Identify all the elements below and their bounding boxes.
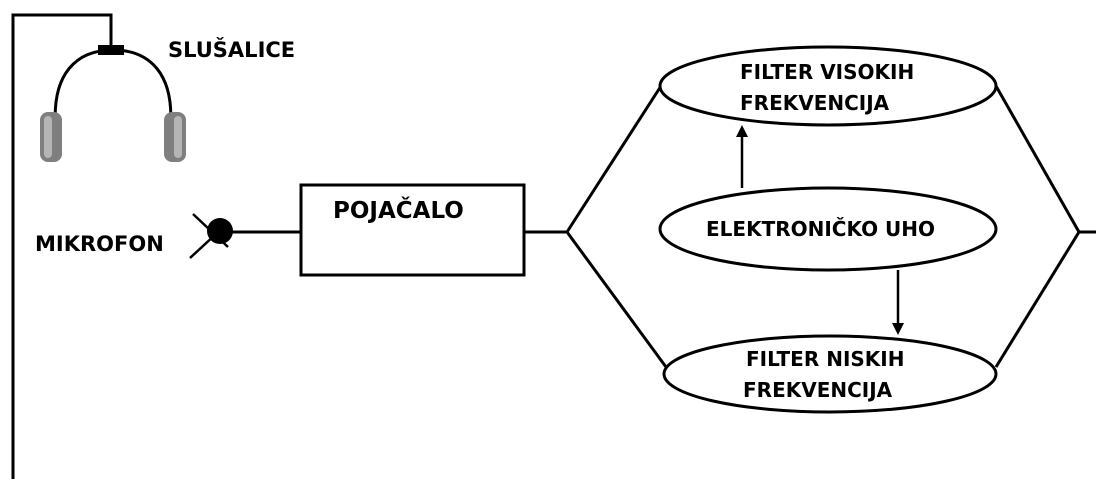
join-lower-right xyxy=(994,231,1081,368)
low-filter-label-line1: FILTER NISKIH xyxy=(746,347,904,371)
high-filter-label-line2: FREKVENCIJA xyxy=(740,91,890,115)
high-frequency-filter xyxy=(658,45,998,127)
arrow-to-high-filter xyxy=(736,125,748,188)
electronic-ear-label: ELEKTRONIČKO UHO xyxy=(706,217,935,241)
low-frequency-filter xyxy=(662,334,998,414)
amplifier-label: POJAČALO xyxy=(333,196,464,224)
microphone-label: MIKROFON xyxy=(35,232,164,256)
electronic-ear xyxy=(658,186,998,272)
high-filter-label-line1: FILTER VISOKIH xyxy=(740,60,914,84)
headphones-icon xyxy=(40,45,186,162)
low-filter-label-line2: FREKVENCIJA xyxy=(743,378,893,402)
headphones-label: SLUŠALICE xyxy=(168,37,295,62)
arrow-to-low-filter xyxy=(892,270,904,335)
amplifier-block xyxy=(299,183,526,277)
join-upper-right xyxy=(994,85,1081,233)
feedback-wire xyxy=(11,13,113,479)
split-lower-left xyxy=(565,231,668,368)
microphone-icon xyxy=(189,213,233,259)
split-upper-left xyxy=(565,85,663,233)
